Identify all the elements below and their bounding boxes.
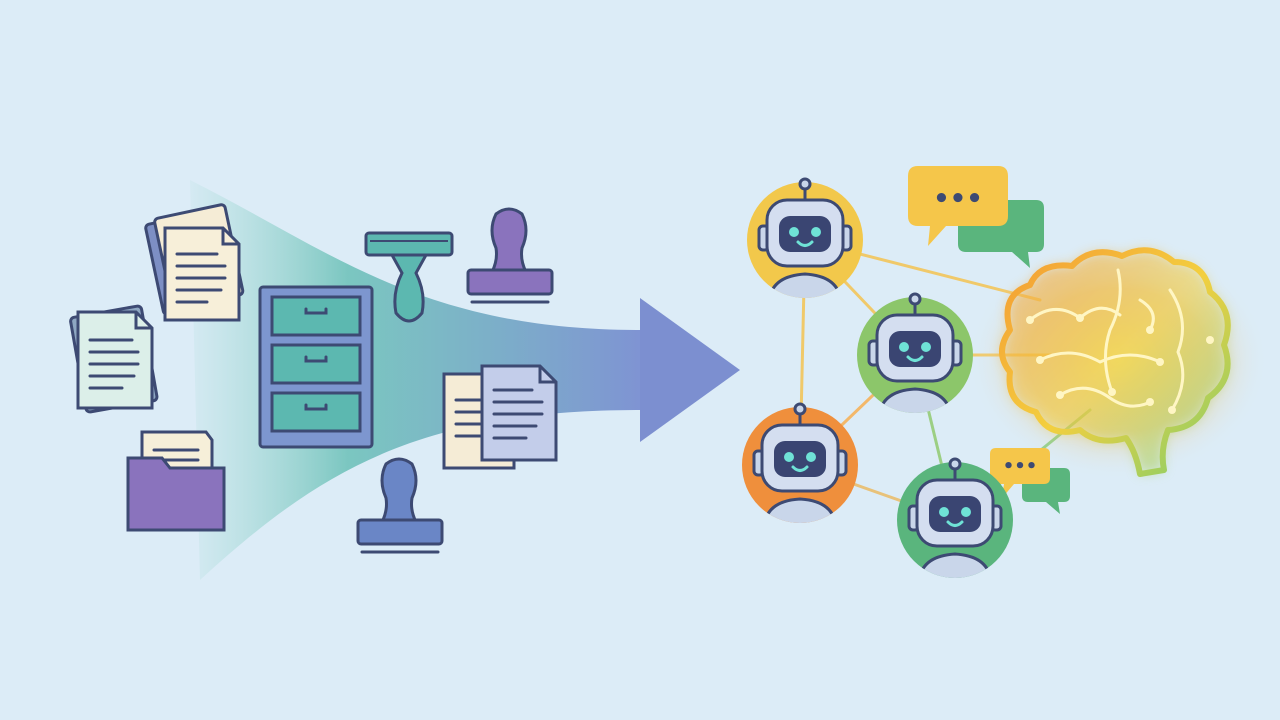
document-pair-icon [442, 364, 558, 470]
flow-funnel [190, 180, 640, 580]
document-icon [76, 310, 154, 410]
chat-bubble-icon: ••• [990, 448, 1070, 514]
filing-cabinet-icon [258, 285, 374, 449]
arrow-head [640, 298, 740, 442]
robot-agent-icon [897, 457, 1013, 578]
chat-bubble-dots: ••• [933, 184, 983, 214]
folder-icon [126, 430, 226, 532]
brain-icon [968, 240, 1268, 480]
stamp-icon [356, 457, 444, 554]
chat-bubble-dots: ••• [1003, 456, 1038, 477]
document-icon [163, 226, 241, 322]
stamp-icon [364, 231, 454, 323]
robot-agent-icon [742, 402, 858, 523]
chat-bubble-icon: ••• [908, 166, 1044, 268]
stamp-icon [466, 207, 554, 304]
